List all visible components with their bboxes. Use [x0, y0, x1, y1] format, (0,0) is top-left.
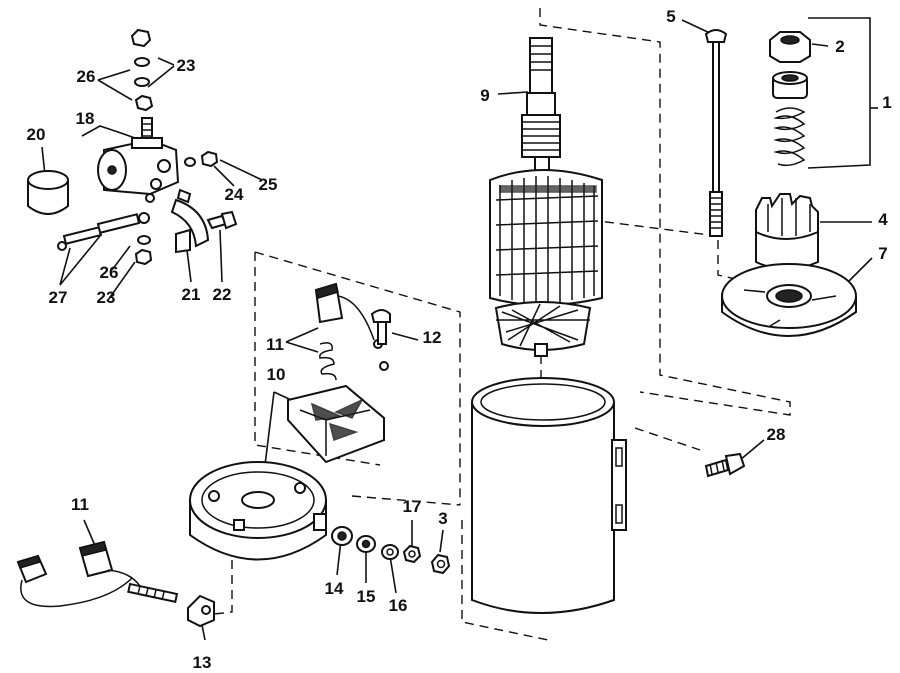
- callout-11-upper: 11: [266, 335, 284, 354]
- lock-washer: [381, 544, 399, 560]
- callout-21: 21: [182, 285, 201, 304]
- callout-23-upper: 23: [177, 56, 196, 75]
- callout-1: 1: [882, 93, 891, 112]
- callout-28: 28: [767, 425, 786, 444]
- flat-washer: [356, 535, 376, 553]
- callout-labels: 1 2 3 4 5 7 9 10 11 11 12 13 14 15 16 17…: [27, 7, 892, 672]
- callout-27: 27: [49, 288, 68, 307]
- hex-nut: [430, 553, 451, 575]
- callout-20: 20: [27, 125, 46, 144]
- solenoid-nuts-washers: [130, 28, 219, 168]
- armature: [489, 37, 603, 357]
- brush-and-spring-upper: [314, 282, 389, 381]
- callout-9: 9: [480, 86, 489, 105]
- terminal-bracket: [187, 594, 215, 628]
- through-bolt: [704, 29, 728, 237]
- callout-26-lower: 26: [100, 263, 119, 282]
- mounting-clamp: [170, 188, 210, 254]
- callout-3: 3: [438, 509, 447, 528]
- callout-13: 13: [193, 653, 212, 672]
- drive-nut: [769, 31, 811, 63]
- brush-screw: [370, 309, 391, 345]
- callout-2: 2: [835, 37, 844, 56]
- drive-spring: [773, 107, 806, 167]
- drive-pinion: [755, 193, 819, 270]
- drive-end-cap: [721, 263, 857, 337]
- callout-14: 14: [325, 579, 344, 598]
- clamp-screw: [206, 210, 238, 230]
- callout-5: 5: [666, 7, 675, 26]
- drive-collar: [772, 71, 808, 99]
- field-frame-housing: [471, 377, 627, 614]
- callout-11-lower: 11: [71, 495, 89, 514]
- leader-lines: [41, 17, 878, 641]
- callout-15: 15: [357, 587, 376, 606]
- terminal-nut: [402, 544, 422, 564]
- callout-26-upper: 26: [77, 67, 96, 86]
- callout-12: 12: [423, 328, 442, 347]
- commutator-end-frame: [189, 461, 327, 561]
- insulating-washer: [331, 526, 353, 546]
- callout-23-lower: 23: [97, 288, 116, 307]
- callout-10: 10: [267, 365, 286, 384]
- callout-25: 25: [259, 175, 278, 194]
- callout-16: 16: [389, 596, 408, 615]
- brush-set-lower: [16, 540, 179, 608]
- callout-24: 24: [225, 185, 244, 204]
- solenoid: [97, 117, 180, 203]
- callout-18: 18: [76, 109, 95, 128]
- plunger-pins: [57, 212, 153, 266]
- callout-4: 4: [878, 210, 888, 229]
- callout-7: 7: [878, 244, 887, 263]
- callout-17: 17: [403, 497, 422, 516]
- brush-holder-plate: [287, 384, 385, 464]
- band-cover: [27, 170, 69, 215]
- mounting-screw: [704, 452, 746, 478]
- callout-22: 22: [213, 285, 232, 304]
